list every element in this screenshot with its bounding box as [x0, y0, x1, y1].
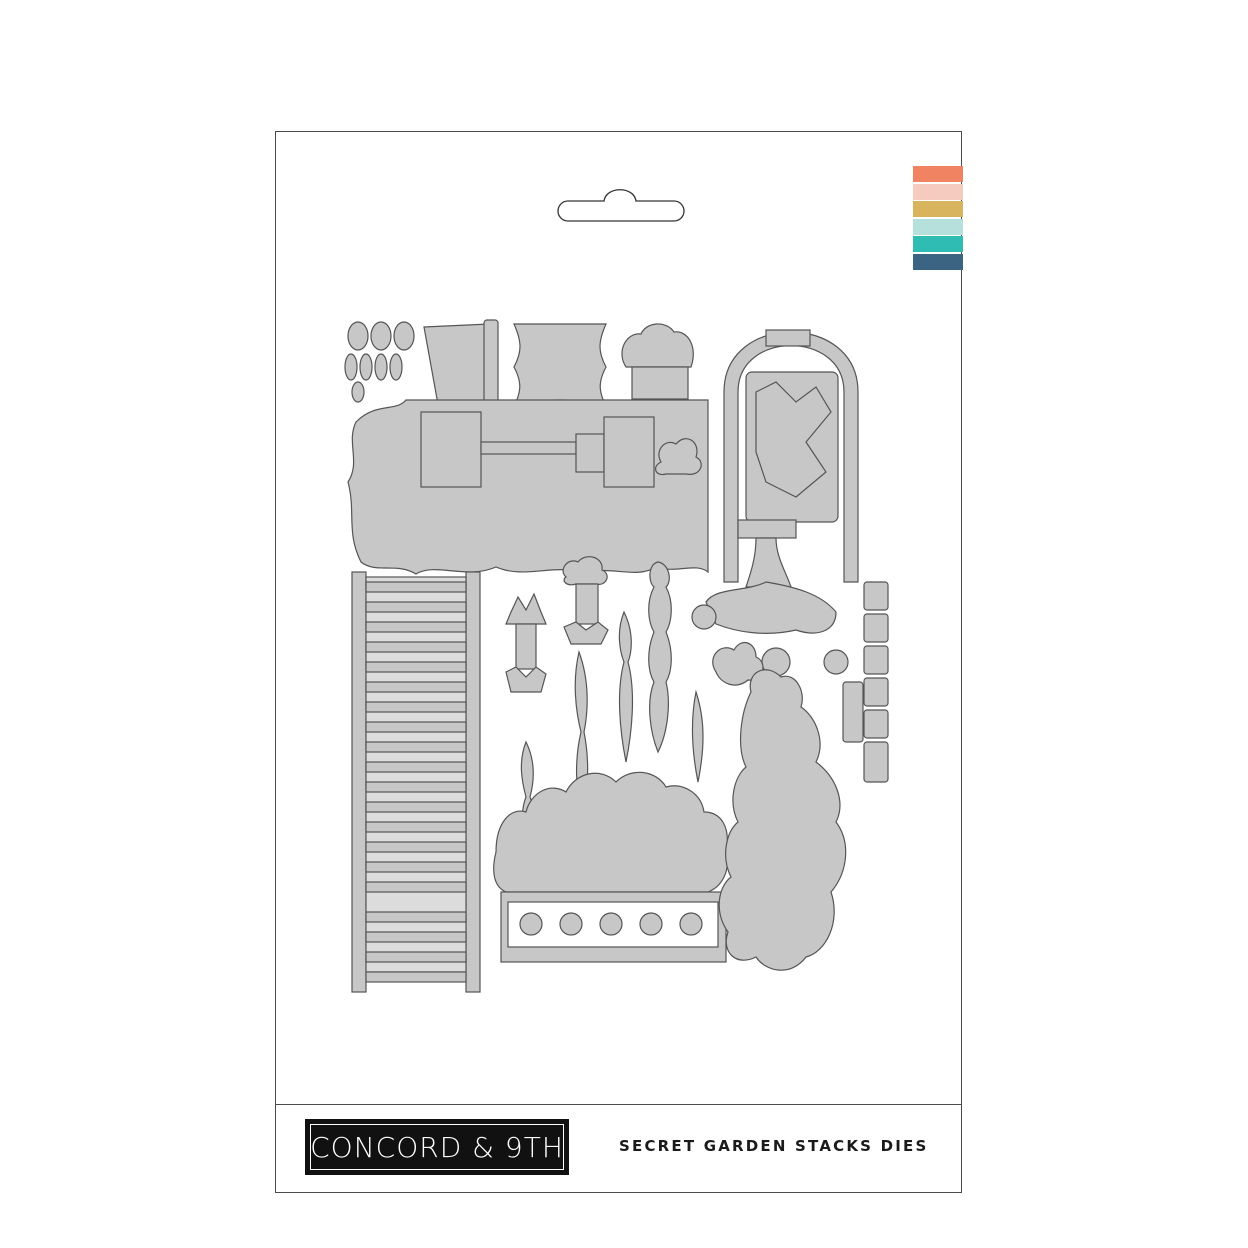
color-swatch — [913, 253, 963, 270]
topiary-die — [712, 641, 764, 686]
garden-arch-die — [723, 329, 859, 583]
sprout-pot-die — [505, 556, 609, 693]
bush-pot-die — [621, 323, 694, 400]
stepping-stones-die — [344, 321, 415, 403]
brand-logo-text: CONCORD & 9TH — [310, 1130, 564, 1164]
color-swatch — [913, 183, 963, 200]
color-swatch — [913, 236, 963, 252]
flower-bed-die — [493, 771, 728, 963]
color-swatches — [913, 166, 963, 271]
hang-hole-icon — [557, 189, 685, 222]
product-title: SECRET GARDEN STACKS DIES — [619, 1137, 929, 1155]
color-swatch — [913, 218, 963, 235]
tree-die — [718, 669, 847, 971]
die-set-illustration — [344, 319, 889, 993]
logo-frame — [310, 1124, 564, 1170]
color-swatch — [913, 201, 963, 217]
fence-die — [351, 571, 481, 993]
product-package: CONCORD & 9TH SECRET GARDEN STACKS DIES — [275, 131, 963, 1193]
brick-column-die — [842, 581, 889, 783]
wall-scene-die — [347, 399, 709, 575]
brand-logo: CONCORD & 9TH — [305, 1119, 569, 1175]
flower-pot-die — [423, 319, 499, 415]
color-swatch — [913, 166, 963, 182]
bird-bath-die — [691, 519, 849, 677]
footer-divider — [276, 1104, 961, 1105]
